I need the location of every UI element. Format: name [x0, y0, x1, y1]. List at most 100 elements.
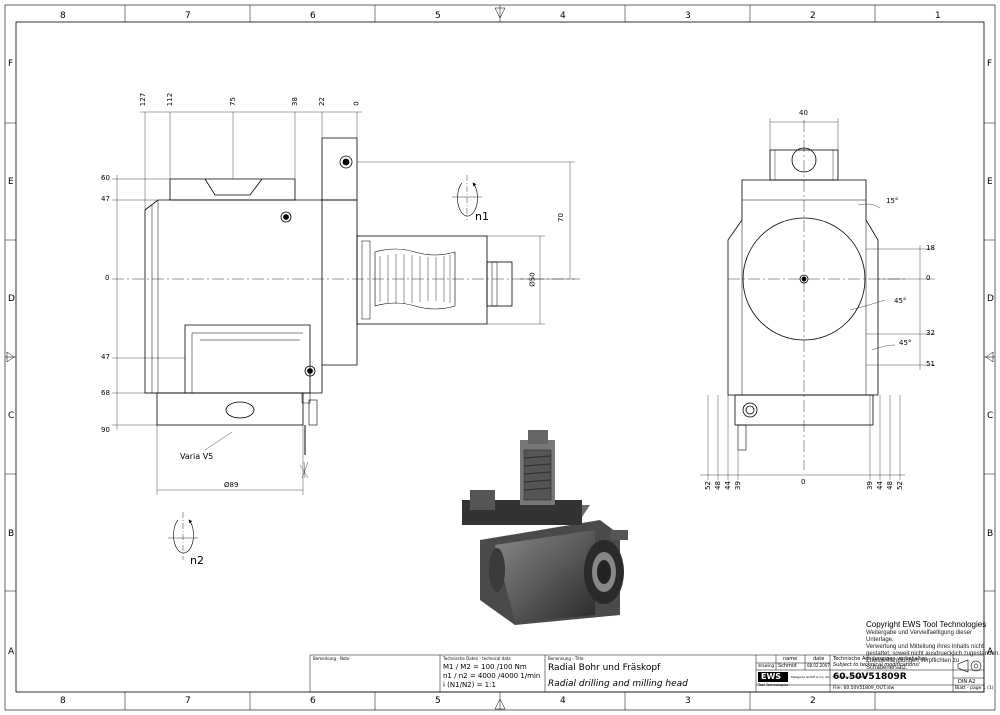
file-name: File: 60.50V51809_OUT.idw [833, 686, 895, 691]
dim-top-22: 22 [317, 97, 326, 106]
address: Maegerle GmbH & Co. KG · Tel. +49(0)7161… [791, 675, 867, 679]
ratio-value: i (N1/N2) = 1:1 [443, 681, 496, 689]
part-number: 60.50V51809R [833, 672, 907, 682]
dim-left-60: 60 [101, 174, 110, 182]
dim-left-68: 68 [101, 389, 110, 397]
col-label-5: 5 [435, 11, 441, 21]
remark-label: Bemerkung - Note [313, 656, 350, 661]
col-label-1: 1 [935, 11, 941, 21]
dim-top-38: 38 [290, 97, 299, 106]
row-label-f-right: F [987, 59, 993, 69]
col-label-2: 2 [810, 11, 816, 21]
col-label-4-bottom: 4 [560, 696, 566, 706]
side-view [112, 137, 580, 560]
col-label-8-bottom: 8 [60, 696, 66, 706]
row-label-b: B [8, 529, 15, 539]
col-label-8: 8 [60, 11, 66, 21]
dim-shaft-50: Ø50 [528, 272, 537, 287]
frame-ticks [5, 5, 995, 710]
drawing-label: drawing [758, 663, 775, 668]
changes-en: Subject to technical modifications! [833, 662, 920, 668]
copyright-line: Weitergabe und Vervielfaeltigung dieser … [866, 630, 972, 643]
copyright-line: gestattet, soweit nicht ausdruecklich zu… [866, 651, 1000, 657]
row-label-f: F [8, 59, 14, 69]
col-label-6: 6 [310, 11, 316, 21]
dim-left-47: 47 [101, 195, 110, 203]
row-label-a-right: A [987, 647, 994, 657]
dim-bottom-center: 0 [801, 478, 806, 486]
dim-bottom-89: Ø89 [224, 481, 239, 489]
dim-bottom-48-left: 48 [713, 481, 722, 490]
dim-bottom-39-left: 39 [733, 481, 742, 490]
speed-value: n1 / n2 = 4000 /4000 1/min [443, 672, 541, 680]
title-de: Radial Bohr und Fräskopf [548, 663, 661, 673]
dim-right-51: 51 [926, 360, 935, 368]
row-label-c: C [8, 411, 15, 421]
dim-angle-45b: 45° [899, 339, 912, 347]
row-label-d: D [8, 294, 15, 304]
logo-text: EWS [761, 672, 782, 681]
drawing-date: 08.02.2007 [807, 663, 830, 668]
torque-value: M1 / M2 = 100 /100 Nm [443, 663, 527, 671]
rotation-n1-label: n1 [475, 210, 489, 223]
copyright-line: Verwertung und Mitteilung ihres Inhalts … [866, 644, 984, 650]
dim-left-0: 0 [105, 274, 110, 282]
changes-de: Technische Aenderungen vorbehalten [833, 656, 928, 662]
row-label-e: E [8, 177, 14, 187]
dim-bottom-52-left: 52 [703, 481, 712, 490]
front-view-dimensions [700, 118, 935, 480]
col-label-7-bottom: 7 [185, 696, 191, 706]
side-view-dimensions [112, 111, 575, 495]
col-label-5-bottom: 5 [435, 696, 441, 706]
sheet-format: DIN A2 [958, 679, 976, 685]
row-label-e-right: E [987, 177, 993, 187]
col-label-3: 3 [685, 11, 691, 21]
rotation-n2-label: n2 [190, 554, 204, 567]
dim-bottom-48-right: 48 [885, 481, 894, 490]
dim-top-0: 0 [352, 101, 361, 106]
col-label-6-bottom: 6 [310, 696, 316, 706]
dim-bottom-52-right: 52 [895, 481, 904, 490]
date-label: date [813, 656, 825, 662]
ews-logo-icon [758, 672, 788, 682]
dim-left-90: 90 [101, 426, 110, 434]
col-label-4: 4 [560, 11, 566, 21]
dim-left-47b: 47 [101, 353, 110, 361]
dim-top-75: 75 [228, 97, 237, 106]
dim-bottom-44-right: 44 [875, 481, 884, 490]
copyright-title: Copyright EWS Tool Technologies [866, 620, 987, 629]
title-en: Radial drilling and milling head [548, 679, 688, 689]
col-label-7: 7 [185, 11, 191, 21]
dim-bottom-44-left: 44 [723, 481, 732, 490]
sheet-number: Blatt - page 1 (1) [955, 686, 994, 691]
copyright-line: Zuwiderhandlungen verpflichten zu Schade… [866, 658, 960, 671]
dim-right-18: 18 [926, 244, 935, 252]
3d-render [462, 430, 628, 625]
drawing-name: Schmid [778, 663, 797, 669]
copyright-notice: Copyright EWS Tool Technologies Weiterga… [866, 620, 1000, 672]
dim-angle-15: 15° [886, 197, 899, 205]
projection-symbol-icon [957, 659, 982, 673]
dim-right-32: 32 [926, 329, 935, 337]
dim-front-40: 40 [799, 109, 808, 117]
title-block-lines [309, 654, 985, 693]
name-label: name [783, 656, 798, 662]
dim-bottom-39-right: 39 [865, 481, 874, 490]
dim-right-0: 0 [926, 274, 931, 282]
varia-label: Varia V5 [180, 452, 214, 461]
row-label-a: A [8, 647, 15, 657]
dim-angle-45a: 45° [894, 297, 907, 305]
row-label-b-right: B [987, 529, 994, 539]
dim-top-112: 112 [166, 92, 175, 107]
front-view [727, 120, 905, 470]
row-label-c-right: C [987, 411, 994, 421]
col-label-3-bottom: 3 [685, 696, 691, 706]
dim-top-127: 127 [139, 92, 148, 107]
designation-label: Benennung - Title [548, 656, 584, 661]
dim-shaft-70: 70 [556, 213, 565, 222]
row-label-d-right: D [987, 294, 994, 304]
logo-sub: Tool Technologies [758, 683, 789, 687]
col-label-2-bottom: 2 [810, 696, 816, 706]
tech-data-label: Technische Daten - technical data [443, 656, 511, 661]
